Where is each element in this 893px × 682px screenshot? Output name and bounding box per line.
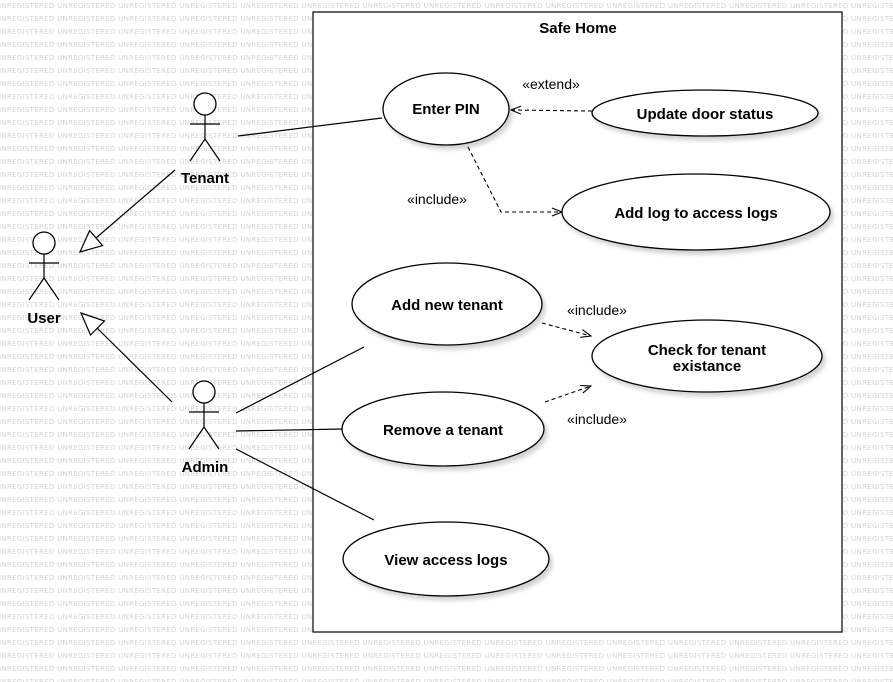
use-case-add-log[interactable]: Add log to access logs	[561, 173, 831, 251]
include-label-remove-check: «include»	[567, 411, 627, 427]
use-case-enter-pin[interactable]: Enter PIN	[382, 72, 510, 146]
extend-label: «extend»	[522, 76, 580, 92]
watermark-text: UNREGISTERED UNREGISTERED UNREGISTERED U…	[0, 652, 893, 660]
generalization-tenant-user	[78, 169, 176, 253]
actor-admin-label: Admin	[182, 459, 229, 476]
use-case-check-tenant-label-2: existance	[673, 358, 741, 375]
include-label-add-check: «include»	[567, 302, 627, 318]
actor-tenant[interactable]: Tenant	[181, 92, 229, 187]
use-case-add-new-tenant[interactable]: Add new tenant	[351, 262, 543, 346]
include-relation-add-check: «include»	[541, 302, 627, 336]
extend-relation: «extend»	[511, 76, 593, 111]
use-case-add-log-label: Add log to access logs	[614, 205, 777, 222]
use-case-add-new-tenant-label: Add new tenant	[391, 297, 503, 314]
assoc-admin-view-logs	[235, 448, 375, 521]
assoc-admin-remove-tenant	[235, 428, 344, 432]
use-case-update-door-status-label: Update door status	[637, 106, 774, 123]
actor-user[interactable]: User	[27, 231, 61, 327]
use-case-check-tenant-label-1: Check for tenant	[648, 342, 766, 359]
actor-user-label: User	[27, 310, 61, 327]
include-label-pin-log: «include»	[407, 191, 467, 207]
system-title: Safe Home	[539, 20, 617, 37]
use-case-enter-pin-label: Enter PIN	[412, 101, 480, 118]
use-case-update-door-status[interactable]: Update door status	[591, 89, 819, 137]
watermark-text: UNREGISTERED UNREGISTERED UNREGISTERED U…	[0, 665, 893, 673]
watermark-text: UNREGISTERED UNREGISTERED UNREGISTERED U…	[0, 678, 893, 682]
use-case-remove-tenant[interactable]: Remove a tenant	[341, 391, 545, 467]
watermark-text: UNREGISTERED UNREGISTERED UNREGISTERED U…	[0, 2, 893, 10]
generalization-admin-user	[79, 311, 173, 403]
include-relation-pin-log: «include»	[407, 146, 562, 212]
include-relation-remove-check: «include»	[544, 386, 627, 427]
assoc-tenant-enter-pin	[237, 117, 383, 137]
actor-admin[interactable]: Admin	[182, 380, 229, 476]
use-case-view-access-logs-label: View access logs	[384, 552, 507, 569]
assoc-admin-add-tenant	[235, 346, 365, 414]
use-case-check-tenant-existance[interactable]: Check for tenant existance	[591, 319, 823, 393]
actor-tenant-label: Tenant	[181, 170, 229, 187]
watermark-text: UNREGISTERED UNREGISTERED UNREGISTERED U…	[0, 639, 893, 647]
use-case-remove-tenant-label: Remove a tenant	[383, 422, 503, 439]
use-case-view-access-logs[interactable]: View access logs	[342, 521, 550, 597]
